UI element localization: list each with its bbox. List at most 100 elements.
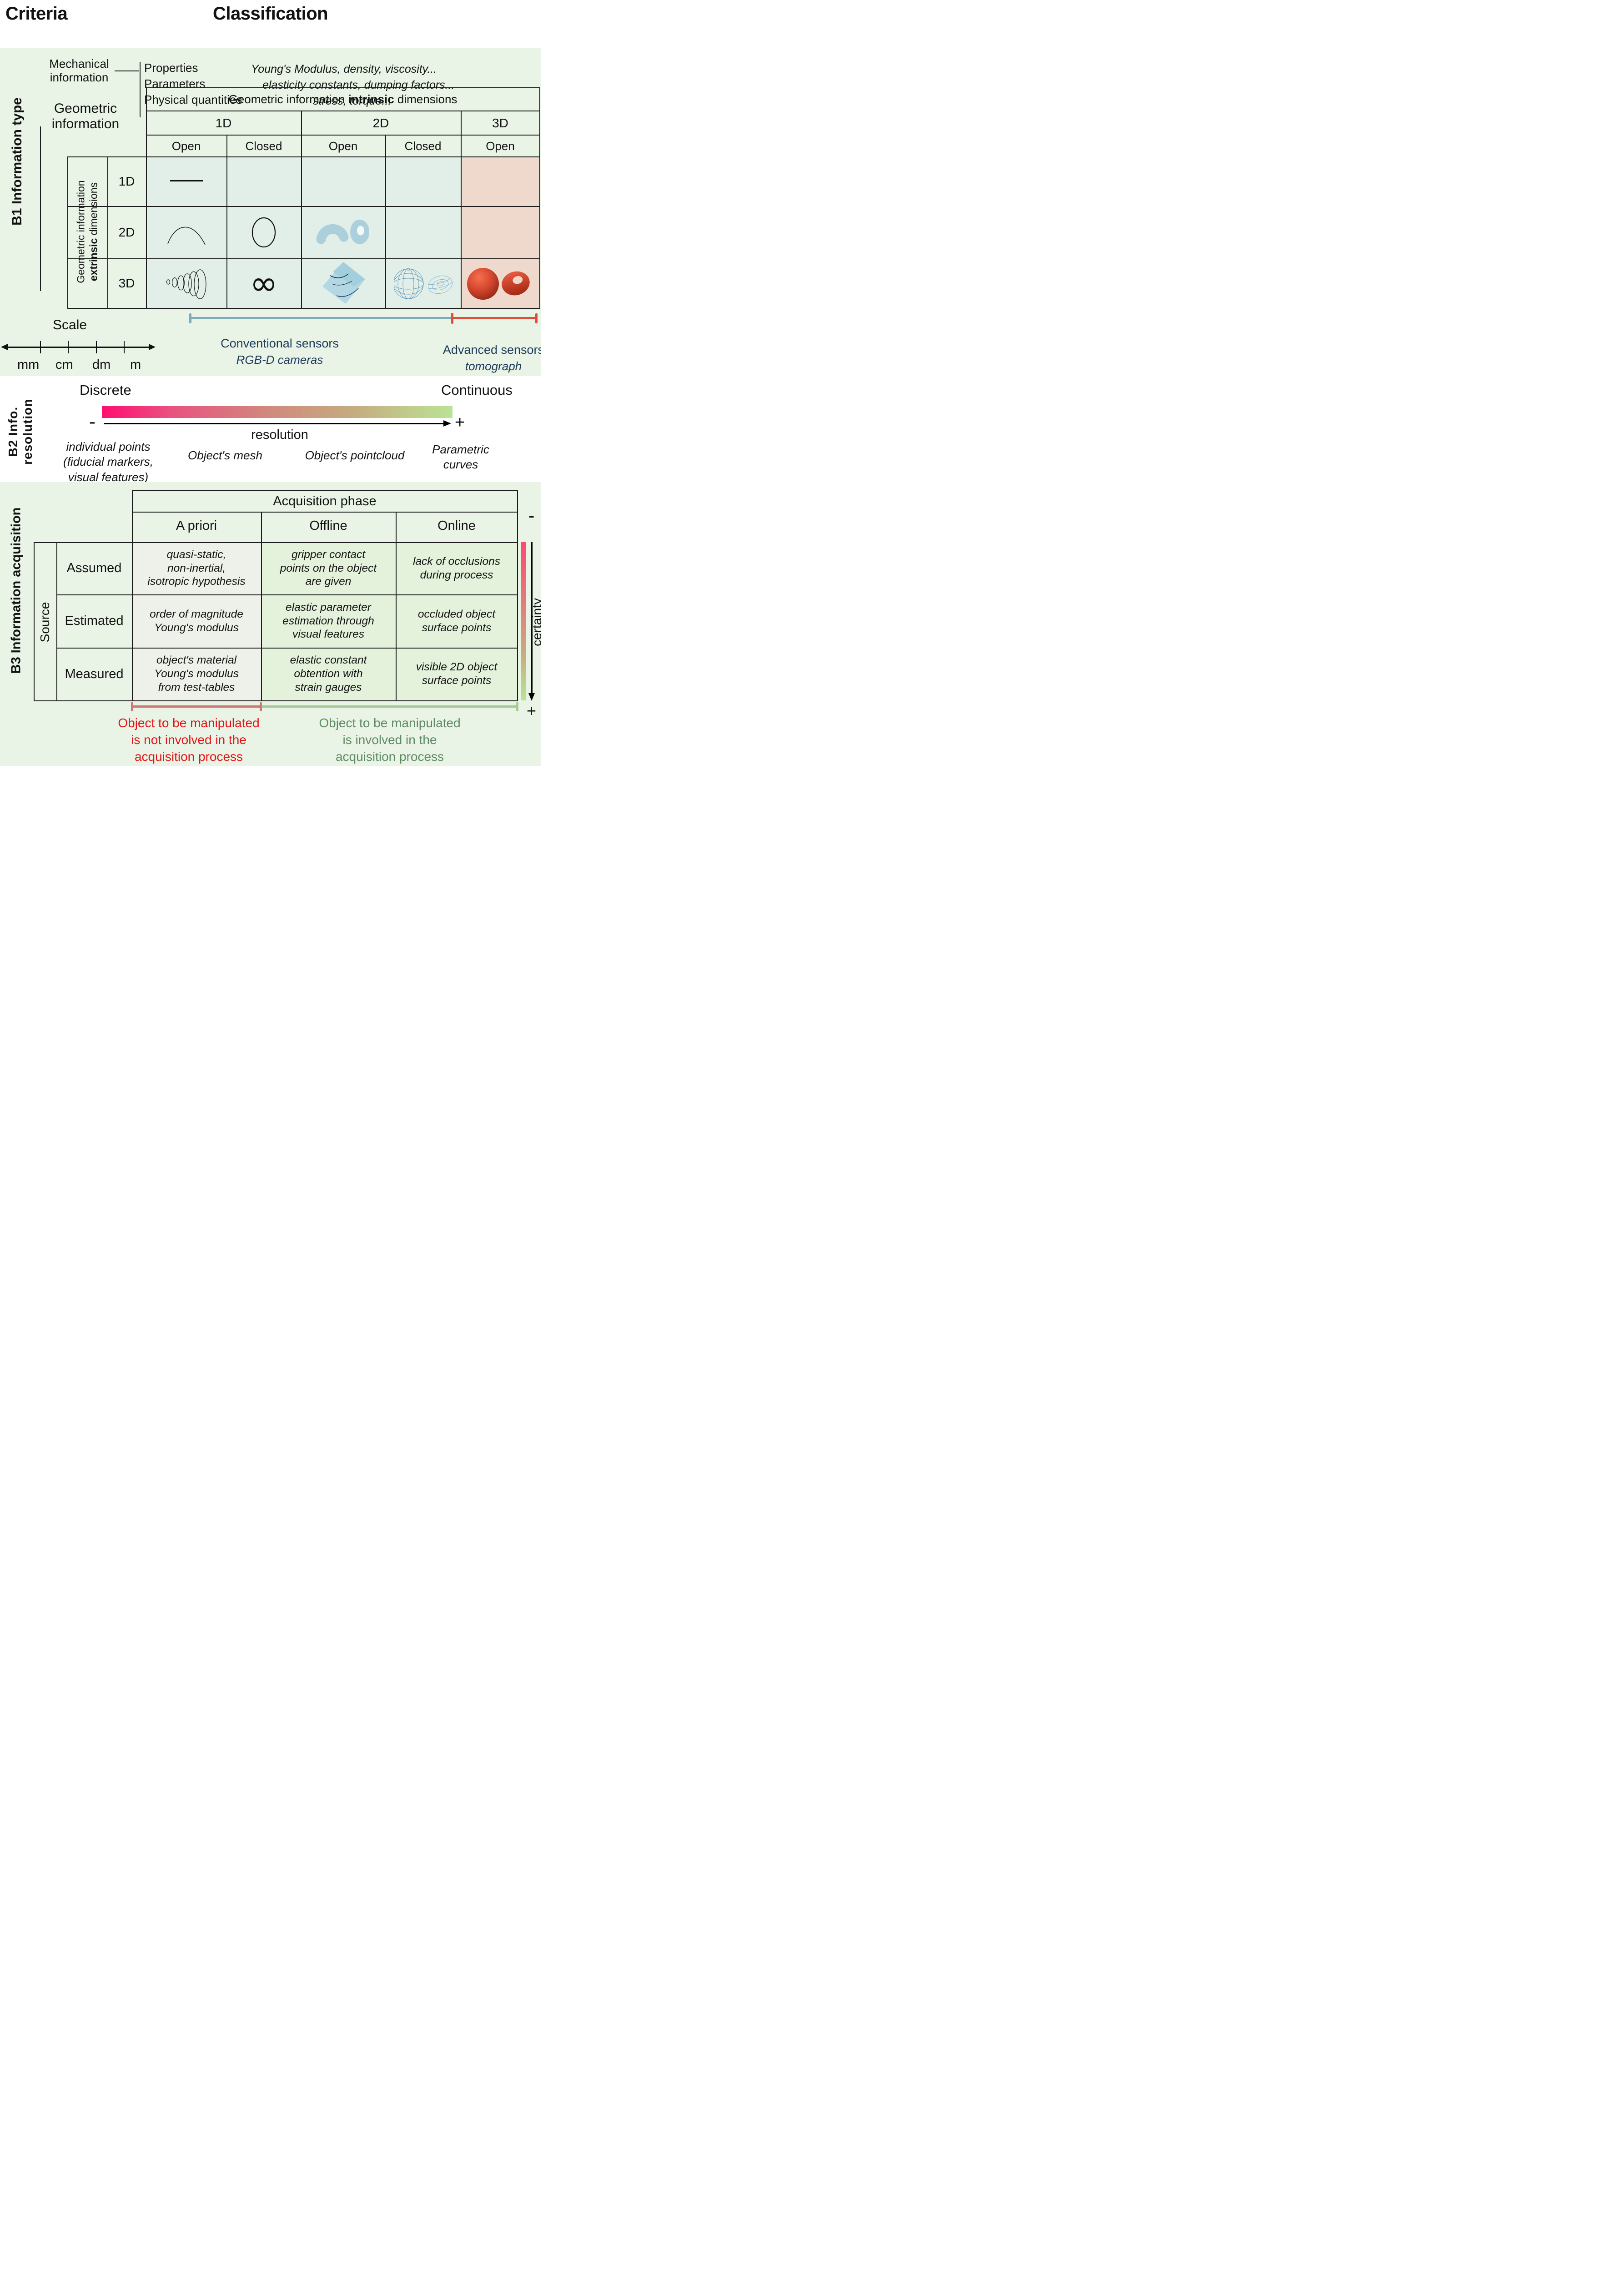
scale-unit-mm: mm	[17, 357, 40, 372]
resolution-item-mesh: Object's mesh	[188, 448, 262, 462]
conventional-sensors-example: RGB-D cameras	[236, 353, 323, 367]
table-line	[146, 135, 540, 136]
open-curve-icon	[167, 226, 206, 245]
table-line	[56, 648, 518, 649]
sub-col-open: Open	[328, 139, 358, 153]
extrinsic-dimensions-label: Geometric information extrinsic dimensio…	[75, 155, 100, 309]
b2-section-label: B2 Info. resolution	[5, 398, 35, 465]
table-line	[226, 135, 227, 308]
scale-arrow-left	[1, 344, 8, 350]
scale-axis-line	[5, 347, 151, 348]
resolution-gradient-bar	[102, 406, 453, 418]
bracket-cap	[516, 702, 518, 711]
row-label-2d: 2D	[118, 225, 135, 239]
dim-col-2d: 2D	[372, 116, 389, 130]
bracket-cap	[451, 313, 453, 324]
table-line	[146, 87, 540, 88]
line-segment-icon	[170, 180, 203, 181]
resolution-minus: -	[89, 411, 96, 432]
bracket-cap	[131, 702, 133, 711]
criteria-axis-line	[40, 126, 41, 291]
row-label-1d: 1D	[118, 174, 135, 188]
cell-assumed-online: lack of occlusions during process	[412, 555, 500, 581]
wireframe-sphere-torus-icon	[394, 268, 453, 299]
certainty-arrow-head	[528, 693, 535, 701]
table-line	[132, 490, 518, 491]
table-line	[261, 512, 262, 701]
acquisition-phase-header: Acquisition phase	[273, 494, 377, 508]
mechanical-row-name: Properties	[144, 61, 198, 75]
table-line	[146, 87, 147, 308]
continuous-label: Continuous	[441, 382, 513, 398]
dim-col-1d: 1D	[215, 116, 232, 130]
bracket-cap	[535, 313, 538, 323]
scale-unit-cm: cm	[55, 357, 73, 372]
mechanical-information-label: Mechanical information	[49, 57, 109, 84]
not-involved-note: Object to be manipulated is not involved…	[118, 716, 260, 764]
resolution-item-individual-points: individual points (fiducial markers, vis…	[63, 440, 153, 484]
table-line	[132, 512, 518, 513]
col-header-offline: Offline	[309, 518, 347, 533]
mechanical-connector-line	[115, 70, 139, 71]
cell-estimated-offline: elastic parameter estimation through vis…	[282, 601, 374, 641]
table-line	[301, 111, 302, 308]
sub-col-closed: Closed	[404, 139, 442, 153]
row-label-measured: Measured	[65, 666, 124, 681]
resolution-axis-line	[104, 423, 446, 424]
table-line	[67, 308, 540, 309]
col-header-online: Online	[437, 518, 476, 533]
not-involved-bracket	[132, 705, 261, 708]
table-line	[539, 87, 540, 308]
scale-title: Scale	[53, 317, 87, 332]
certainty-minus: -	[528, 506, 535, 526]
table-line	[34, 542, 35, 701]
properties-group-line	[140, 62, 141, 117]
open-surface-patches-icon	[316, 220, 369, 244]
table-line	[56, 542, 57, 701]
scale-unit-dm: dm	[92, 357, 111, 372]
sub-col-open: Open	[171, 139, 201, 153]
table-line	[67, 206, 540, 207]
sub-col-closed: Closed	[245, 139, 282, 153]
scale-tick	[124, 341, 125, 353]
table-line	[132, 490, 133, 701]
folded-cloth-icon	[322, 262, 365, 304]
mechanical-row-example: Young's Modulus, density, viscosity...	[251, 63, 437, 75]
bracket-cap	[189, 313, 191, 323]
certainty-label: certainty	[530, 598, 541, 646]
mechanical-row-example: elasticity constants, dumping factors...	[262, 79, 455, 91]
table-line	[56, 594, 518, 595]
intrinsic-header-bold: intrinsic	[348, 92, 394, 106]
classification-title: Classification	[213, 4, 328, 24]
intrinsic-header-post: dimensions	[394, 92, 458, 106]
conventional-sensors-label: Conventional sensors	[221, 337, 339, 350]
row-label-3d: 3D	[118, 276, 135, 290]
involved-note: Object to be manipulated is involved in …	[319, 716, 461, 764]
certainty-gradient-bar	[521, 542, 526, 700]
b1-section-label: B1 Information type	[10, 97, 25, 226]
dim-col-3d: 3D	[492, 116, 508, 130]
certainty-axis-line	[531, 542, 533, 694]
table-line	[67, 156, 68, 308]
b1-grid-body-background	[146, 156, 461, 308]
cell-assumed-apriori: quasi-static, non-inertial, isotropic hy…	[147, 548, 246, 588]
resolution-arrow-head	[443, 420, 451, 427]
resolution-item-parametric-curves: Parametric curves	[432, 443, 489, 472]
row-label-assumed: Assumed	[66, 561, 122, 575]
row-label-estimated: Estimated	[65, 614, 124, 628]
intrinsic-dimensions-header: Geometric information intrinsic dimensio…	[146, 92, 540, 106]
bracket-cap	[260, 702, 262, 711]
b3-section-label: B3 Information acquisition	[9, 507, 24, 674]
spiral-curve-icon	[166, 269, 206, 299]
scale-unit-m: m	[130, 357, 141, 372]
advanced-sensors-bracket	[453, 317, 537, 319]
scale-tick	[40, 341, 41, 353]
cell-assumed-offline: gripper contact points on the object are…	[280, 548, 377, 588]
resolution-axis-label: resolution	[251, 428, 308, 442]
scale-arrow-right	[149, 344, 156, 350]
resolution-item-pointcloud: Object's pointcloud	[305, 448, 405, 462]
mechanical-row-name: Parameters	[144, 77, 206, 91]
resolution-plus: +	[455, 413, 465, 432]
advanced-sensors-label: Advanced sensors	[442, 343, 541, 357]
mechanical-row-example: stress, torque...	[313, 95, 392, 107]
